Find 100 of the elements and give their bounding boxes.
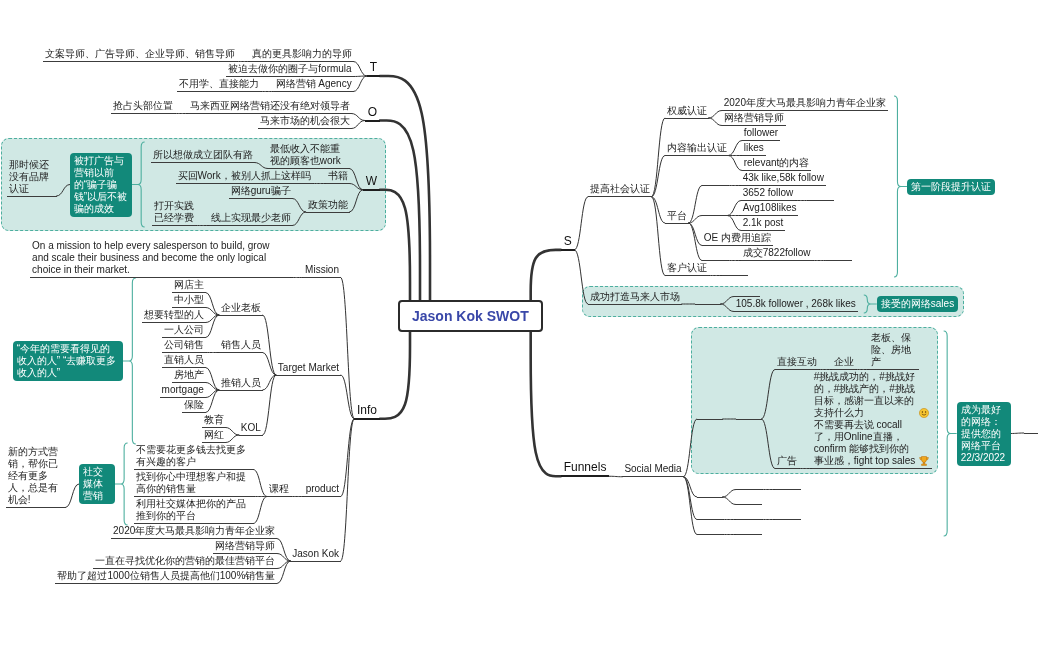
- branch-line: [855, 369, 870, 370]
- branch-line: [349, 168, 364, 191]
- branch-line: [225, 434, 240, 443]
- subtopic: 最低收入不能重视的顾客也work: [267, 143, 350, 169]
- branch-line: [378, 330, 412, 421]
- branch-line: [340, 277, 355, 420]
- topic-line: [735, 519, 762, 520]
- branch-line: [722, 489, 737, 498]
- topic-line: [735, 418, 762, 420]
- subtopic: Mission: [303, 264, 341, 278]
- highlight-frame: [690, 327, 938, 474]
- branch-line: [529, 248, 562, 302]
- subtopic: 成交7822follow: [740, 247, 813, 261]
- branch-line: [205, 307, 220, 316]
- branch-line: [378, 119, 422, 302]
- subtopic: 网络营销导师: [213, 540, 278, 554]
- subtopic: 网络营销导师: [721, 112, 786, 126]
- branch-line: [253, 469, 268, 497]
- branch-line: [818, 369, 833, 370]
- branch-line: [722, 534, 737, 535]
- branch-line: [688, 185, 703, 224]
- main-topic: S: [560, 233, 575, 251]
- branch-line: [262, 314, 277, 376]
- subtopic: 2.1k post: [740, 217, 786, 231]
- branch-line: [722, 519, 737, 520]
- subtopic: mortgage: [159, 384, 206, 398]
- branch-line: [727, 185, 742, 186]
- branch-line: [253, 496, 268, 497]
- branch-line: [688, 222, 703, 246]
- branch-line: [205, 314, 220, 338]
- subtopic: 马来市场的机会很大: [257, 115, 352, 129]
- main-topic: O: [364, 104, 380, 122]
- branch-line: [276, 553, 291, 562]
- topic-line: [701, 215, 728, 216]
- subtopic: 企业老板: [218, 301, 263, 316]
- subtopic: 不需要花更多钱去找更多有兴趣的客户: [133, 444, 254, 470]
- subtopic: Avg108likes: [740, 202, 799, 216]
- branch-line: [761, 369, 776, 420]
- subtopic: [811, 371, 932, 469]
- branch-line: [262, 352, 277, 376]
- branch-line: [253, 496, 268, 524]
- subtopic: 想要转型的人: [141, 309, 206, 323]
- subtopic: 成功打造马来人市场: [587, 290, 682, 305]
- branch-line: [351, 113, 366, 121]
- subtopic: 销售人员: [218, 339, 263, 353]
- main-topic: Info: [354, 402, 380, 420]
- topic-line: [696, 519, 723, 520]
- main-topic: W: [362, 173, 380, 191]
- subtopic: 直销人员: [161, 354, 206, 368]
- topic-line: [735, 504, 762, 505]
- branch-line: [289, 277, 304, 278]
- subtopic: 那时候还没有品牌认证: [6, 158, 57, 197]
- branch-line: [683, 476, 698, 520]
- branch-line: [56, 184, 71, 197]
- subtopic: On a mission to help every salesperson to build, grow and scale their business and become the only logical choice in their market.: [30, 240, 291, 278]
- subtopic: Social Media: [622, 463, 684, 478]
- subtopic: 网店主: [171, 279, 206, 293]
- branch-line: [727, 200, 742, 216]
- branch-line: [651, 117, 666, 198]
- subtopic: 文案导师、广告导师、企业导师、销售导师: [42, 48, 237, 62]
- branch-line: [353, 75, 368, 77]
- subtopic: 43k like,58k follow: [740, 172, 826, 186]
- branch-line: [728, 155, 743, 156]
- subtopic: 抢占头部位置: [110, 100, 175, 114]
- subtopic: 老板、保险、房地产: [868, 332, 919, 370]
- branch-line: [574, 249, 589, 305]
- topic-line: [733, 296, 760, 297]
- subtopic: 找到你心中理想客户和提高你的销售量: [133, 471, 254, 497]
- branch-line: [276, 538, 291, 562]
- topic-line: [701, 185, 728, 186]
- branch-line: [688, 215, 703, 224]
- topic-line: [701, 260, 728, 261]
- branch-line: [262, 374, 277, 391]
- branch-line: [276, 560, 291, 569]
- subtopic: 利用社交媒体把你的产品推到你的平台: [133, 498, 254, 524]
- branch-line: [349, 189, 364, 213]
- branch-line: [292, 211, 307, 226]
- subtopic: 教育: [201, 414, 226, 428]
- subtopic: product: [303, 483, 341, 497]
- subtopic: 网络guru骗子: [228, 185, 293, 199]
- branch-line: [761, 418, 776, 469]
- branch-line: [761, 489, 776, 490]
- topic-line: [735, 534, 762, 535]
- topic-line: [774, 519, 801, 520]
- subtopic: relevant的内容: [741, 157, 812, 171]
- subtopic: 2020年度大马最具影响力青年企业家: [111, 525, 278, 539]
- subtopic: 买回Work，被别人抓上这样吗: [175, 170, 313, 184]
- branch-line: [260, 91, 274, 92]
- topic-line: [696, 534, 723, 535]
- subtopic: 一人公司: [161, 324, 206, 338]
- branch-line: [340, 418, 355, 562]
- subtopic: 网络营销 Agency: [273, 78, 354, 92]
- subtopic: 房地产: [171, 369, 206, 383]
- branch-line: [349, 183, 364, 191]
- subtopic: 客户认证: [664, 262, 709, 276]
- summary-tag: “今年的需要看得见的收入的人” “去赚取更多收入的人”: [12, 341, 123, 381]
- branch-line: [378, 188, 412, 302]
- branch-line: [651, 196, 666, 224]
- subtopic: 不用学、直接能力: [176, 78, 261, 92]
- subtopic: 线上实现最少老师: [208, 212, 293, 226]
